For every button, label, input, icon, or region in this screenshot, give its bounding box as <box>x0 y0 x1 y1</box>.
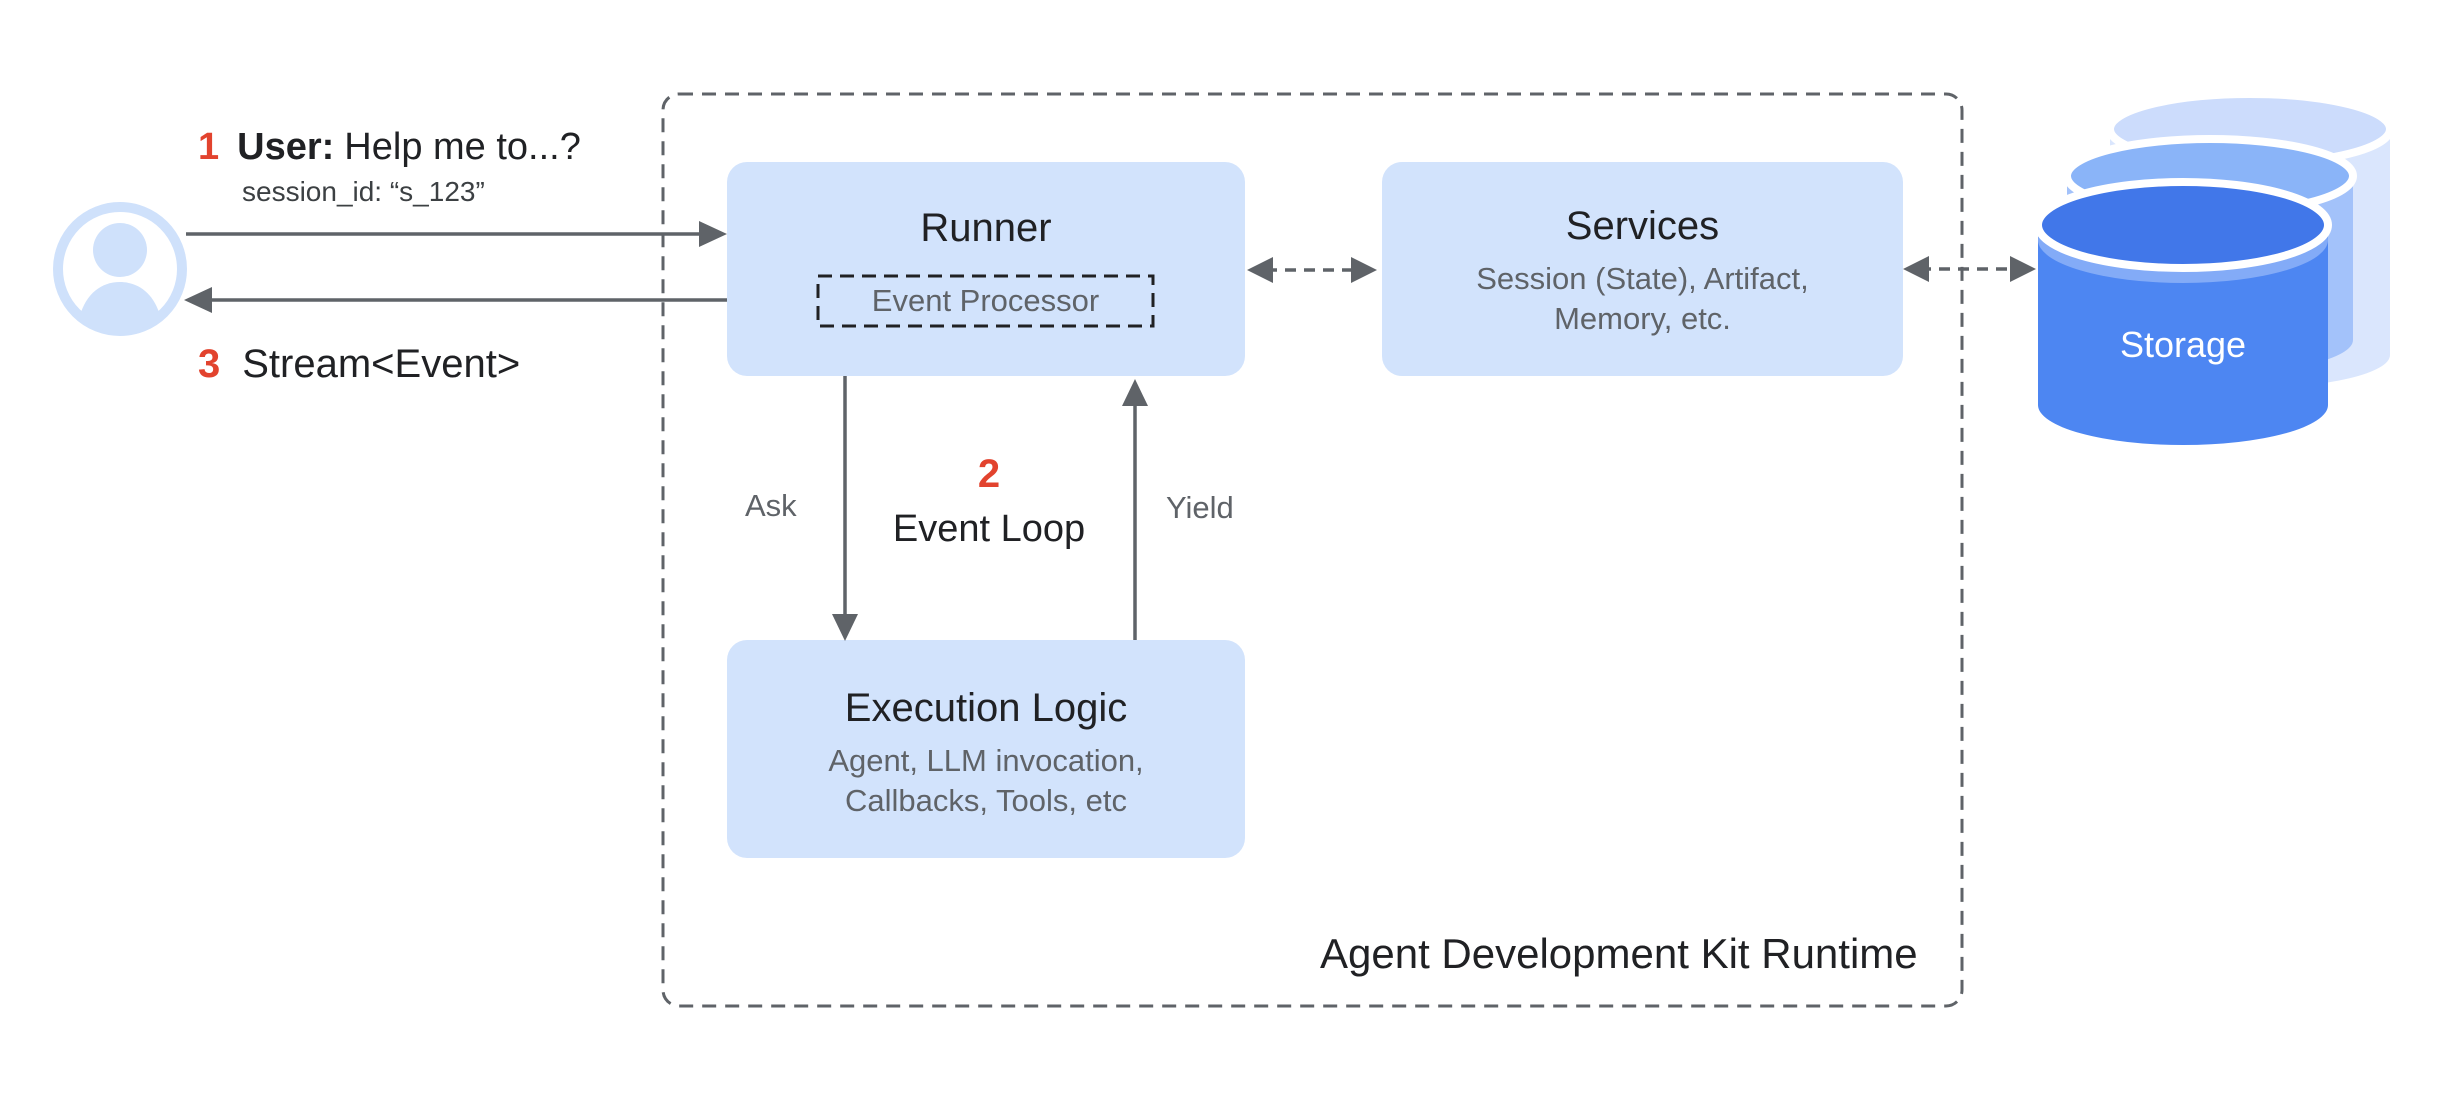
runner-services-arrow <box>1247 257 1377 283</box>
event-processor-label: Event Processor <box>871 283 1100 318</box>
services-storage-arrow <box>1903 256 2036 282</box>
ask-edge-label: Ask <box>745 488 797 523</box>
step1-label: User:Help me to...? <box>237 126 581 168</box>
ask-arrow <box>832 376 858 641</box>
session-id-annotation: session_id: “s_123” <box>242 176 485 207</box>
yield-arrow <box>1122 379 1148 640</box>
step1-user-request: 1 User:Help me to...? <box>198 126 581 169</box>
execution-logic-title: Execution Logic <box>844 686 1128 730</box>
step3-number: 3 <box>198 342 221 386</box>
user-request-arrow <box>186 221 727 247</box>
services-subtitle: Session (State), Artifact, Memory, etc. <box>1476 261 1809 336</box>
storage-label: Storage <box>2119 324 2247 365</box>
user-response-arrow <box>184 287 727 313</box>
yield-edge-label: Yield <box>1166 490 1234 525</box>
execution-logic-subtitle: Agent, LLM invocation, Callbacks, Tools,… <box>828 743 1144 818</box>
storage-cylinders-icon <box>2034 90 2394 445</box>
step1-number: 1 <box>198 126 220 168</box>
runtime-container-label: Agent Development Kit Runtime <box>1320 930 1918 977</box>
services-title: Services <box>1565 204 1720 248</box>
runner-node: Runner Event Processor <box>727 162 1245 376</box>
services-node: Services Session (State), Artifact, Memo… <box>1382 162 1903 376</box>
step3-label: Stream<Event> <box>242 342 521 386</box>
user-avatar-icon <box>53 202 187 336</box>
event-loop-label: Event Loop <box>892 508 1086 550</box>
step2-number: 2 <box>977 452 1001 496</box>
step3-stream-event: 3 Stream<Event> <box>198 342 520 387</box>
runner-title: Runner <box>920 206 1052 250</box>
execution-logic-node: Execution Logic Agent, LLM invocation, C… <box>727 640 1245 858</box>
